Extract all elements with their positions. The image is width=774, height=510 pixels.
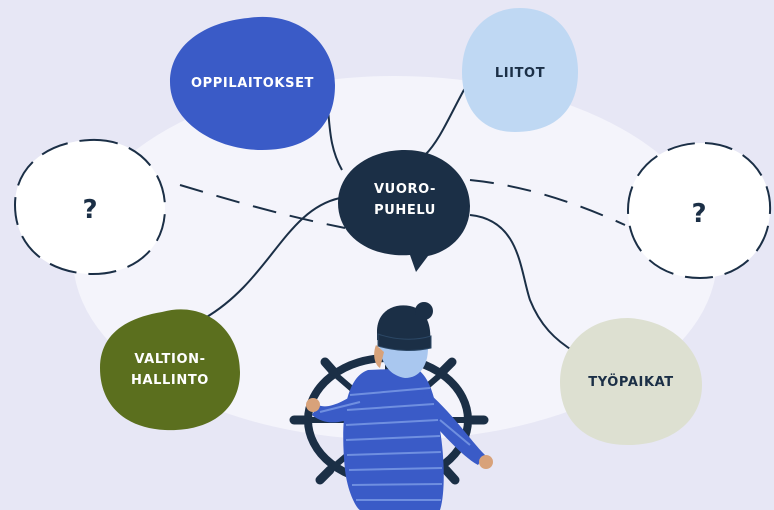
- node-oppilaitokset-shape: [170, 16, 335, 150]
- node-valtionhallinto-line2: HALLINTO: [131, 372, 209, 388]
- center-bubble-line2: PUHELU: [374, 202, 436, 218]
- node-tyopaikat-label: TYÖPAIKAT: [588, 375, 674, 390]
- node-unknown-left-shape: [13, 138, 167, 276]
- node-valtionhallinto-shape: [100, 309, 240, 431]
- center-bubble-line1: VUORO-: [374, 182, 436, 197]
- node-unknown-right-shape: [626, 141, 772, 280]
- dashed-connector-left: [179, 184, 346, 229]
- node-liitot-label: LIITOT: [494, 66, 546, 81]
- connector-tyopaikat: [469, 214, 576, 353]
- speech-bubble-shape: [338, 150, 470, 272]
- captain-illustration: [289, 302, 493, 510]
- dashed-connector-right: [469, 179, 626, 226]
- node-unknown-right-label: ?: [691, 199, 707, 229]
- center-bubble-label: VUORO- PUHELU: [340, 180, 470, 222]
- node-tyopaikat-shape: [560, 318, 702, 445]
- connector-valtionhallinto: [204, 197, 341, 319]
- connector-liitot: [424, 87, 466, 156]
- node-valtionhallinto-line1: VALTION-: [134, 352, 206, 367]
- node-unknown-left-label: ?: [82, 195, 98, 225]
- node-oppilaitokset-label: OPPILAITOKSET: [190, 76, 315, 91]
- node-liitot-shape: [462, 8, 578, 132]
- node-valtionhallinto-label: VALTION- HALLINTO: [100, 350, 240, 392]
